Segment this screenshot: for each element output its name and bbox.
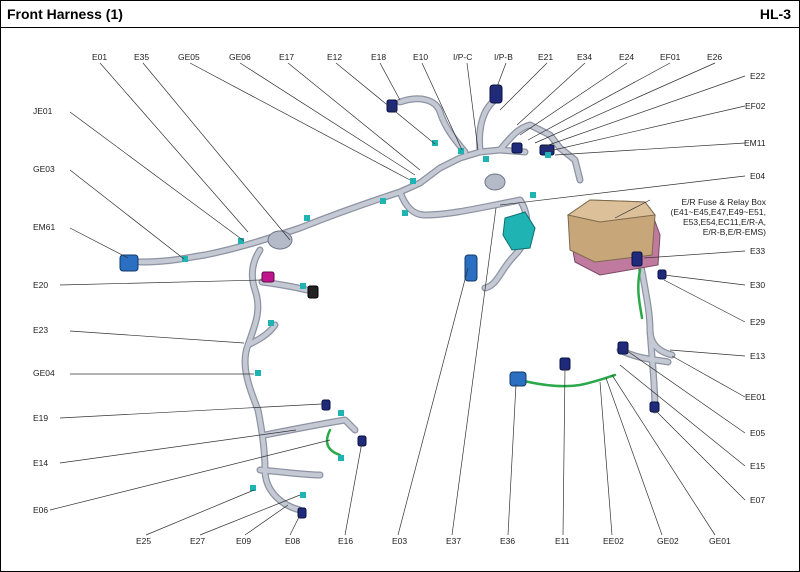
callout-E24: E24 [619, 52, 634, 62]
callout-GE03: GE03 [33, 164, 55, 174]
callout-E30: E30 [750, 280, 765, 290]
harness-diagram: E01 E35 GE05 GE06 E17 E12 E18 E10 I/P-C … [33, 52, 767, 546]
callout-E03: E03 [392, 536, 407, 546]
connector [511, 142, 523, 154]
callout-GE06: GE06 [229, 52, 251, 62]
connector [489, 84, 503, 104]
callout-E12: E12 [327, 52, 342, 62]
connector [261, 271, 275, 283]
callout-E15: E15 [750, 461, 765, 471]
callout-GE02: GE02 [657, 536, 679, 546]
connector [657, 269, 667, 280]
page-code: HL-3 [759, 6, 791, 22]
callout-labels: E01 E35 GE05 GE06 E17 E12 E18 E10 I/P-C … [33, 52, 767, 546]
connector [402, 210, 408, 216]
connector [530, 192, 536, 198]
callout-IPB: I/P-B [494, 52, 513, 62]
junction-block [502, 211, 536, 251]
callout-E25: E25 [136, 536, 151, 546]
green-wire [325, 268, 644, 457]
callout-E10: E10 [413, 52, 428, 62]
connector [483, 156, 489, 162]
connector [631, 251, 643, 267]
fuse-box-label-line4: E/R-B,E/R-EMS) [703, 227, 766, 237]
fuse-box-label-line1: E/R Fuse & Relay Box [681, 197, 766, 207]
callout-E34: E34 [577, 52, 592, 62]
title-bar: Front Harness (1) HL-3 [1, 1, 799, 28]
grommet [267, 230, 293, 250]
fuse-box-label-line3: E53,E54,EC11,E/R-A, [683, 217, 766, 227]
connector [509, 371, 527, 387]
callout-E04: E04 [750, 171, 765, 181]
callout-EE02: EE02 [603, 536, 624, 546]
connector [410, 178, 416, 184]
connector [380, 198, 386, 204]
connectors [119, 84, 667, 519]
callout-E35: E35 [134, 52, 149, 62]
callout-E36: E36 [500, 536, 515, 546]
connector [300, 283, 306, 289]
callout-E29: E29 [750, 317, 765, 327]
connector [458, 148, 464, 154]
connector [307, 285, 319, 299]
callout-E26: E26 [707, 52, 722, 62]
connector [250, 485, 256, 491]
callout-EF02: EF02 [745, 101, 766, 111]
callout-E37: E37 [446, 536, 461, 546]
callout-GE01: GE01 [709, 536, 731, 546]
harness-fill [137, 96, 675, 513]
connector [300, 492, 306, 498]
connector [255, 370, 261, 376]
callout-E27: E27 [190, 536, 205, 546]
callout-E11: E11 [555, 536, 570, 546]
callout-E21: E21 [538, 52, 553, 62]
connector [119, 254, 139, 272]
callout-EM61: EM61 [33, 222, 55, 232]
callout-GE05: GE05 [178, 52, 200, 62]
connector [182, 256, 188, 262]
callout-E17: E17 [279, 52, 294, 62]
connector [464, 254, 478, 282]
callout-EM11: EM11 [744, 138, 766, 148]
connector [338, 455, 344, 461]
callout-E05: E05 [750, 428, 765, 438]
fuse-box-label-line2: (E41~E45,E47,E49~E51, [671, 207, 766, 217]
connector [238, 238, 244, 244]
connector [268, 320, 274, 326]
callout-E06: E06 [33, 505, 48, 515]
callout-EF01: EF01 [660, 52, 681, 62]
connector [357, 435, 367, 447]
callout-E01: E01 [92, 52, 107, 62]
harness-outline [136, 95, 676, 514]
connector [649, 401, 660, 413]
connector [304, 215, 310, 221]
callout-E20: E20 [33, 280, 48, 290]
connector [386, 99, 398, 113]
callout-EE01: EE01 [745, 392, 766, 402]
callout-E19: E19 [33, 413, 48, 423]
callout-JE01: JE01 [33, 106, 53, 116]
callout-GE04: GE04 [33, 368, 55, 378]
callout-E08: E08 [285, 536, 300, 546]
grommet [484, 173, 506, 191]
callout-E14: E14 [33, 458, 48, 468]
connector [617, 341, 629, 355]
callout-E23: E23 [33, 325, 48, 335]
connector [338, 410, 344, 416]
callout-E16: E16 [338, 536, 353, 546]
fuse-relay-box [566, 199, 661, 276]
callout-IPC: I/P-C [453, 52, 472, 62]
leader-lines [49, 62, 746, 536]
connector [321, 399, 331, 411]
callout-E13: E13 [750, 351, 765, 361]
page-title: Front Harness (1) [7, 6, 123, 22]
callout-E07: E07 [750, 495, 765, 505]
callout-E33: E33 [750, 246, 765, 256]
callout-E09: E09 [236, 536, 251, 546]
connector [545, 152, 551, 158]
callout-E18: E18 [371, 52, 386, 62]
connector [432, 140, 438, 146]
callout-E22: E22 [750, 71, 765, 81]
harness-bundles [136, 95, 676, 514]
